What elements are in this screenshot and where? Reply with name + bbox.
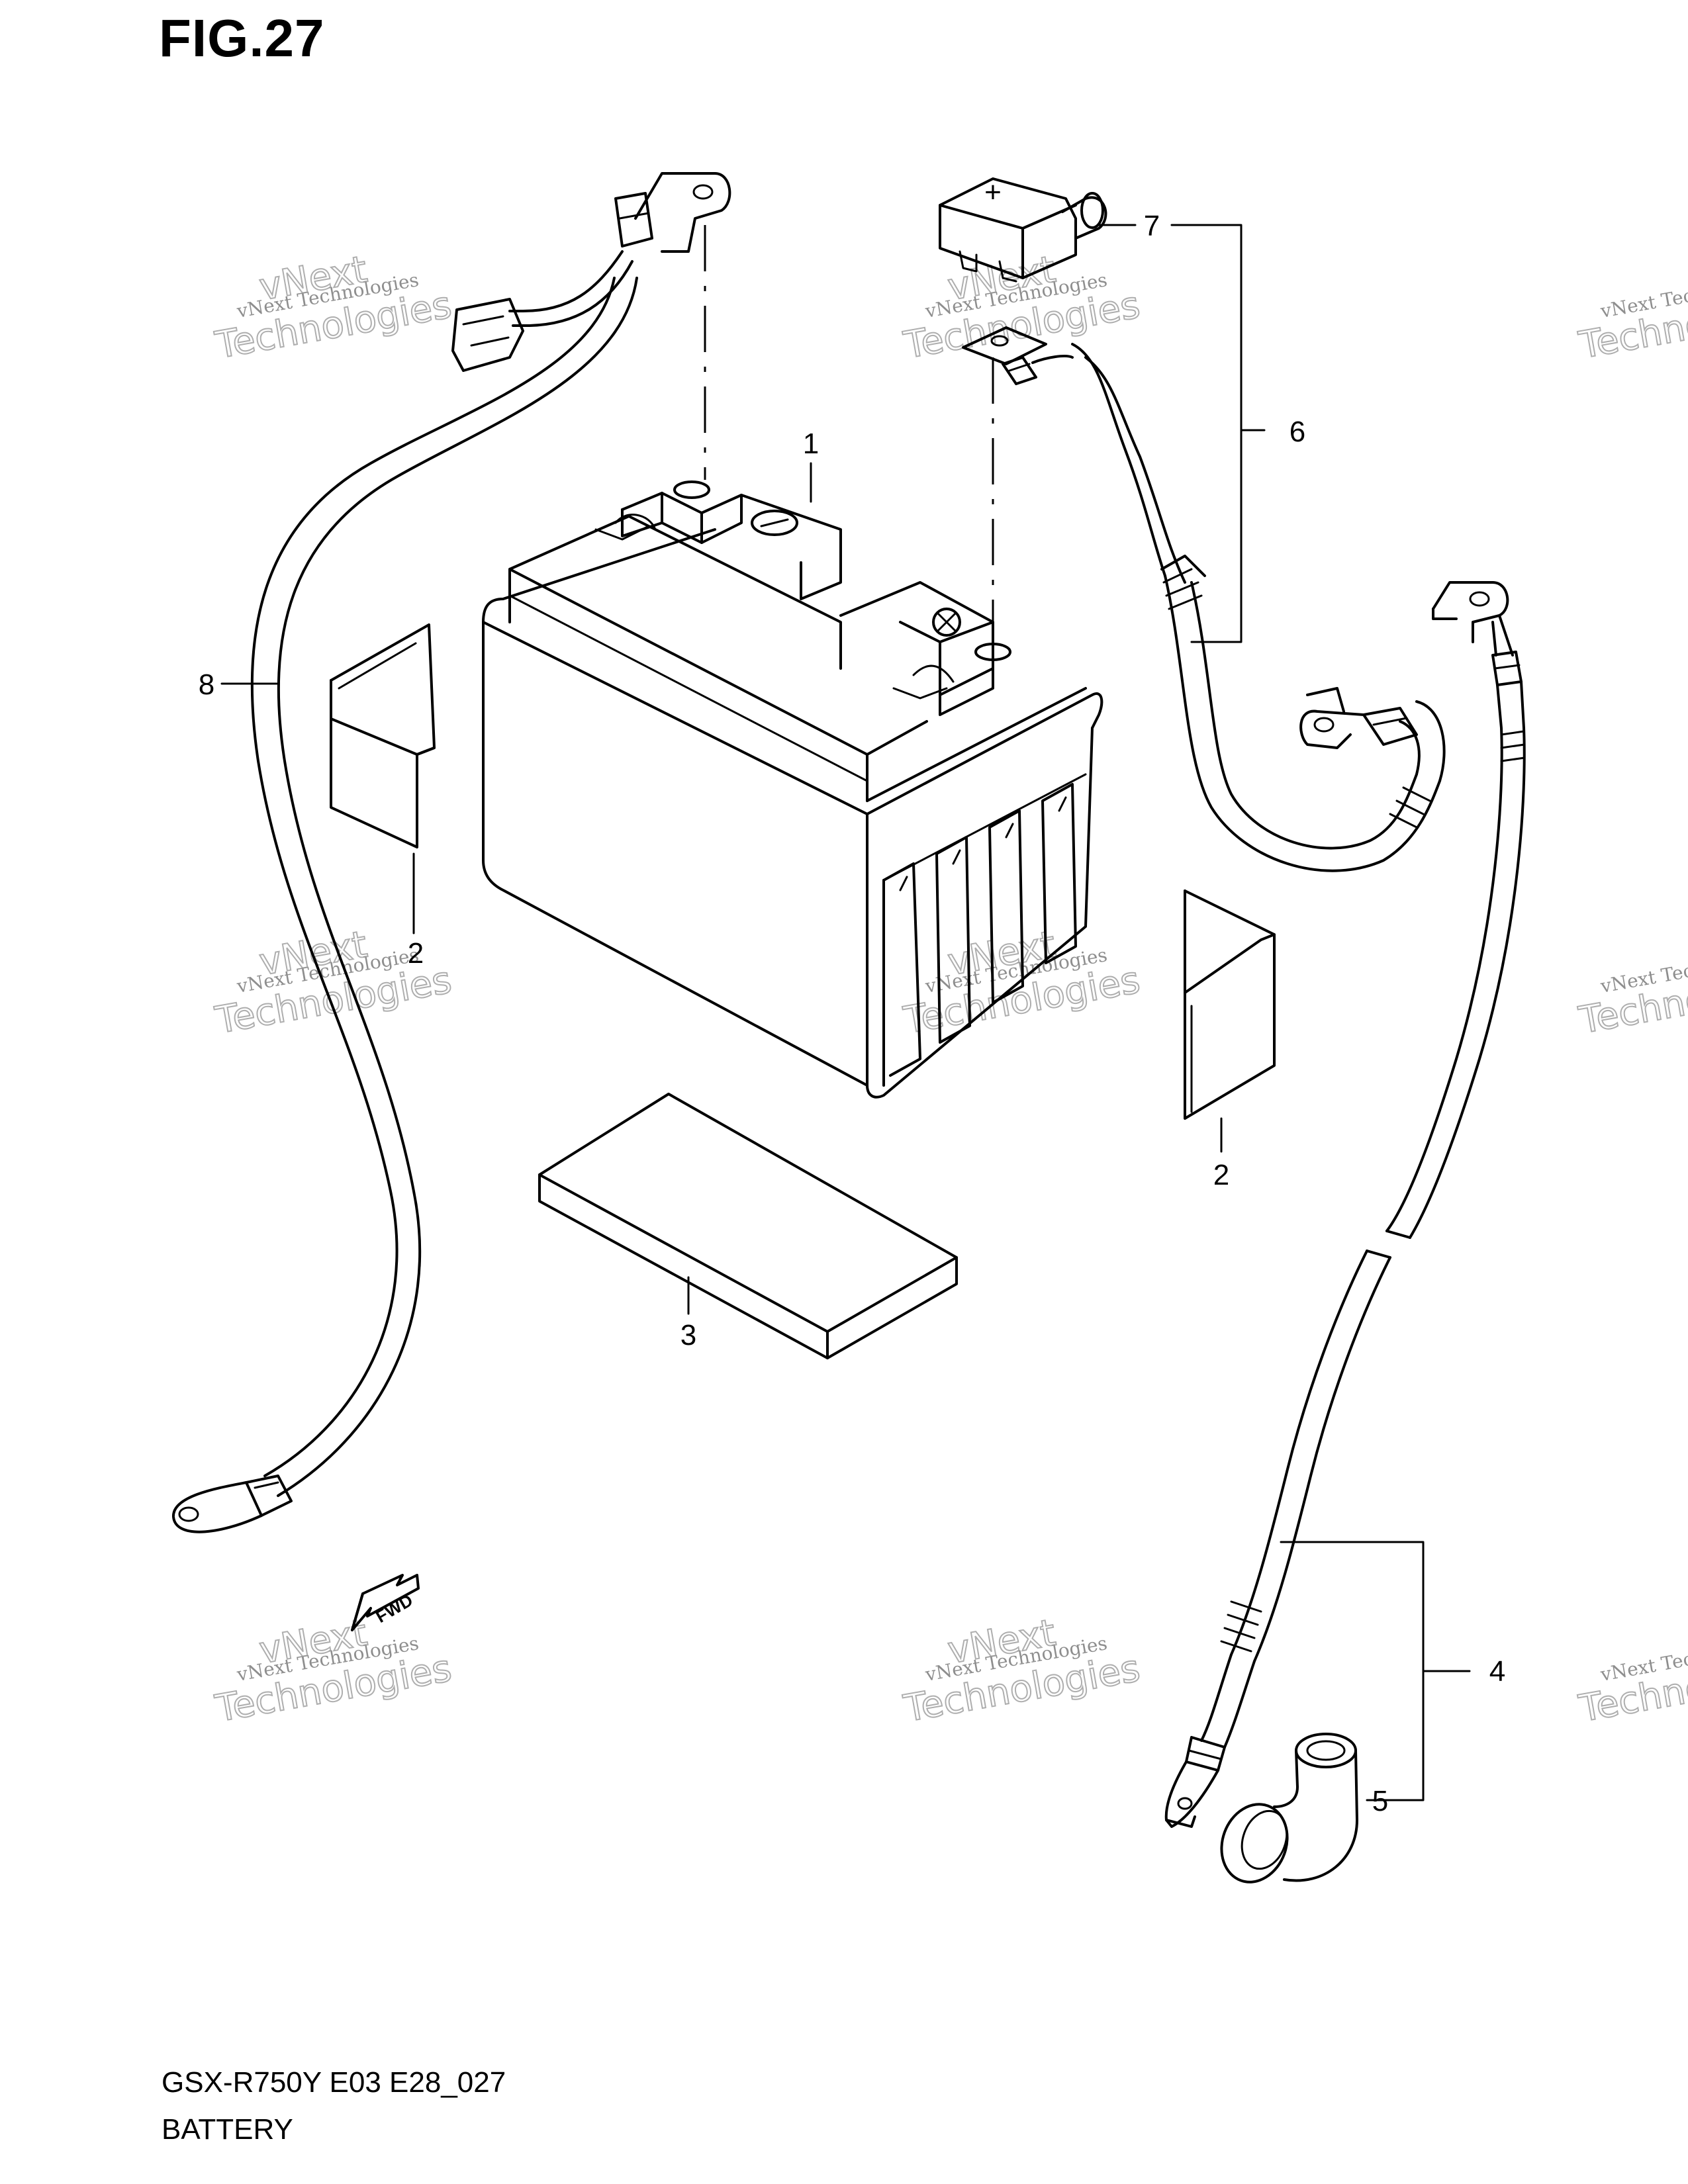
- callout-labels: 1 2 2 3 4 5 6 7 8: [199, 210, 1505, 1817]
- callout-1: 1: [803, 428, 819, 460]
- part-2-cushion-right: [1184, 889, 1276, 1120]
- leader-lines: [220, 224, 1471, 1801]
- figure-title: FIG.27: [159, 9, 325, 68]
- part-1-battery: [482, 480, 1103, 1099]
- part-6-cable: [962, 326, 1446, 872]
- callout-7: 7: [1144, 210, 1160, 242]
- assembly-centerlines: [704, 225, 994, 642]
- watermark-layer: vNext Technologies vNext Technologies vN…: [211, 248, 1688, 1731]
- watermark: vNext Technologies vNext Technologies: [900, 923, 1144, 1043]
- callout-3: 3: [680, 1319, 696, 1351]
- part-4-cable: [1164, 581, 1526, 1828]
- model-code: GSX-R750Y E03 E28_027: [162, 2066, 506, 2099]
- watermark: vNext Technologies vNext Technologies: [211, 1611, 455, 1731]
- part-3-pad: [538, 1093, 958, 1359]
- callout-2-left: 2: [408, 937, 424, 970]
- part-2-cushion-left: [330, 623, 436, 848]
- bracket-6: [1170, 224, 1243, 643]
- part-8-cable: [171, 172, 731, 1533]
- watermark-partial: vNext Technologies Technologies: [1575, 944, 1688, 1043]
- callout-4: 4: [1489, 1655, 1505, 1688]
- callout-2-right: 2: [1213, 1159, 1229, 1191]
- callout-8: 8: [199, 668, 214, 701]
- watermark: vNext Technologies vNext Technologies: [211, 248, 455, 368]
- part-5-boot: [1220, 1733, 1358, 1884]
- watermark-partial: vNext Technologies Technologies: [1575, 1632, 1688, 1731]
- callout-5: 5: [1372, 1785, 1388, 1817]
- fwd-arrow-label: FWD: [372, 1590, 416, 1627]
- watermark: vNext Technologies vNext Technologies: [900, 248, 1144, 368]
- part-7-terminal-cover: +: [939, 176, 1107, 283]
- watermark: vNext Technologies vNext Technologies: [900, 1611, 1144, 1731]
- positive-symbol: +: [984, 176, 1002, 208]
- watermark-partial: vNext Technologies Technologies: [1575, 269, 1688, 368]
- callout-6: 6: [1289, 416, 1305, 448]
- figure-name: BATTERY: [162, 2113, 293, 2146]
